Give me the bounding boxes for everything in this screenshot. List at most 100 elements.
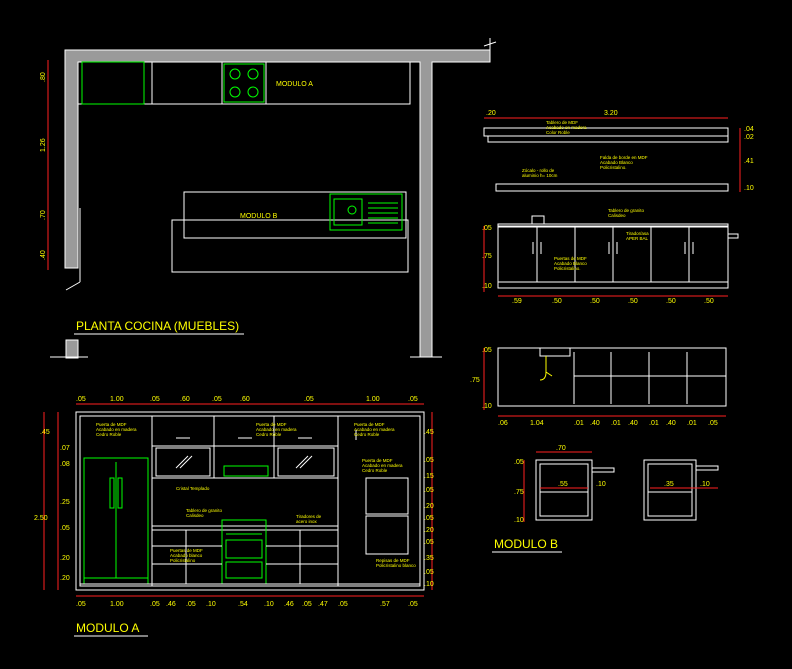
plinth [497,281,729,289]
dim-label: .05 [708,420,718,427]
dim-label: .10 [482,283,492,290]
dim-label: .05 [150,601,160,608]
door-jamb [65,339,79,359]
section-elevation [483,347,727,417]
plan-modulo-b-label: MODULO B [240,213,278,220]
note: Cedro Roble [354,432,380,437]
dim-label: .54 [238,601,248,608]
hood [223,465,269,477]
side-section-2-inner [647,463,693,517]
dim-label: .20 [486,110,496,117]
dim-label: .40 [666,420,676,427]
side-handle [695,465,719,471]
dim-label: .10 [744,185,754,192]
glass-hatch [299,455,313,469]
dim-label: .35 [424,555,434,562]
island-section [497,347,727,407]
dim-label: .05 [424,487,434,494]
note: Puerta de MDF [354,422,385,427]
burner [229,68,241,80]
dim-label: 3.20 [604,110,618,117]
note: Policristalino [170,558,196,563]
dim-label: .10 [424,581,434,588]
dim-label: .05 [186,601,196,608]
note: acero inox [296,519,318,524]
sink-plan [329,193,403,231]
note: Puerta de MDF [96,422,127,427]
note: Acabado en madera [256,427,297,432]
note: Policristalino. [600,165,627,170]
dim-label: .10 [514,517,524,524]
dim-label: .05 [338,601,348,608]
modulo-b-section-dims: .70 .05 .75 .10 .55 .10 .35 .10 [514,445,710,524]
dim-label: .41 [744,158,754,165]
countertop-edge [497,223,729,228]
dim-label: .05 [76,396,86,403]
dim-label: .04 [744,126,754,133]
note: Acabado Blanco [554,261,587,266]
dim-label: .59 [512,298,522,305]
note: Puerta de MDF [256,422,287,427]
counter-skirt [487,135,729,143]
plan-title: PLANTA COCINA (MUEBLES) [76,319,239,333]
side-handle [591,467,615,473]
modulo-a-dims-top: .05 1.00 .05 .60 .05 .60 .05 1.00 .05 [76,396,418,403]
dim-label: 1.00 [366,396,380,403]
dim-label: .05 [482,347,492,354]
dim-label: .08 [60,461,70,468]
dim-label: .40 [628,420,638,427]
modulo-b-title: MODULO B [494,537,558,551]
note: aluminio h= 10cm [522,173,558,178]
dim-label: .20 [424,527,434,534]
fridge-handle [117,477,123,509]
plinth [495,183,729,192]
dim-label: .55 [558,481,568,488]
dim-label: .10 [206,601,216,608]
modulo-a-dims-right: .45 .05 .15 .05 .20 .05 .20 .05 .35 .05 … [424,429,434,588]
dim-label: .50 [590,298,600,305]
dim-label: .75 [482,253,492,260]
oven-door [225,539,263,559]
side-section-2 [643,459,697,521]
dim-label: .05 [408,601,418,608]
dim-label: .25 [60,499,70,506]
dim-label: .10 [264,601,274,608]
note: Zócalo - rollo de [522,168,555,173]
dim-label: .10 [700,481,710,488]
note: Color Roble [546,130,570,135]
dim-label: .07 [60,445,70,452]
stove-plan [223,63,265,103]
modulo-a-title: MODULO A [76,621,139,635]
side-section-1 [535,459,593,521]
counter-elevation [483,117,741,192]
door-swing [65,281,81,291]
front-elevation-dims: .05 .75 .10 .59 .50 .50 .50 .50 .50 [482,225,714,305]
glass-hatch [295,455,309,469]
dim-label: .05 [424,539,434,546]
dim-label: .01 [574,420,584,427]
modulo-a-elevation [43,403,433,597]
modulo-a-dims-bottom: .05 1.00 .05 .46 .05 .10 .54 .10 .46 .05… [76,601,418,608]
burner [247,68,259,80]
front-elevation-notes: Tablero de granito Calisdeo Tirador/asa … [554,208,649,271]
dim-label: .02 [744,134,754,141]
wall-break-line [483,41,497,47]
dim-label: 1.04 [530,420,544,427]
dim-label: 1.00 [110,601,124,608]
note: Calisdeo [608,213,626,218]
fridge-handle [109,477,115,509]
note: Tablero de MDF [546,120,578,125]
faucet [531,215,545,225]
modulo-a-inner [79,415,421,587]
dim-label: .35 [664,481,674,488]
tall-cabinet-door [365,515,409,555]
dim-label: .05 [408,396,418,403]
dim-label: .60 [180,396,190,403]
note: Acabado blanco [170,553,203,558]
dim-label: .20 [60,575,70,582]
dim-label: .01 [611,420,621,427]
note: Falda de borde en MDF [600,155,648,160]
dim-label: .50 [666,298,676,305]
dim-label: .05 [60,525,70,532]
dim-label: .46 [166,601,176,608]
